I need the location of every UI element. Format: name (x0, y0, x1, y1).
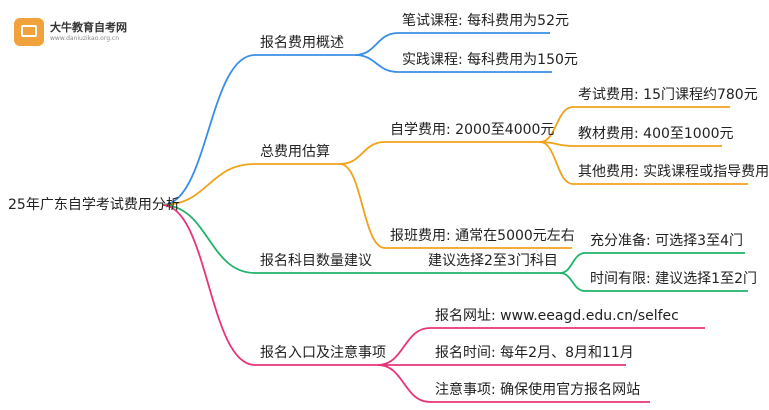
connector-branch-3-child-2 (377, 364, 431, 403)
connector-root-branch-0 (161, 54, 256, 206)
book-icon (14, 18, 44, 46)
leaf-exam-cost: 考试费用: 15门课程约780元 (578, 87, 758, 103)
connector-branch-2-grandchild-1 (559, 272, 586, 292)
leaf-practical-course-fee: 实践课程: 每科费用为150元 (402, 52, 578, 68)
connector-branch-1-child-0 (339, 141, 386, 165)
node-self-study-cost: 自学费用: 2000至4000元 (390, 122, 555, 138)
leaf-full-preparation: 充分准备: 可选择3至4门 (590, 233, 743, 249)
connector-branch-1-child-1 (339, 163, 386, 249)
branch-total-cost: 总费用估算 (260, 144, 330, 160)
logo-name: 大牛教育自考网 (50, 21, 127, 34)
connector-branch-0-child-1 (354, 54, 399, 73)
connector-root-branch-3 (161, 204, 256, 366)
site-logo: 大牛教育自考网 www.daniuzikao.org.cn (14, 16, 132, 48)
leaf-class-cost: 报班费用: 通常在5000元左右 (390, 228, 575, 244)
connector-root-branch-1 (161, 163, 256, 206)
root-node: 25年广东自学考试费用分析 (8, 197, 180, 213)
connector-branch-3-child-0 (377, 327, 431, 366)
connector-branch-0-child-0 (354, 32, 399, 56)
mindmap-canvas: 大牛教育自考网 www.daniuzikao.org.cn 25年广东自学考试费… (8, 13, 769, 403)
leaf-other-cost: 其他费用: 实践课程或指导费用 (578, 164, 769, 180)
connector-branch-1-grandchild-0 (539, 106, 574, 143)
leaf-registration-time: 报名时间: 每年2月、8月和11月 (435, 345, 634, 361)
leaf-registration-url: 报名网址: www.eeagd.edu.cn/selfec (435, 308, 679, 324)
leaf-limited-time: 时间有限: 建议选择1至2门 (590, 271, 757, 287)
leaf-written-course-fee: 笔试课程: 每科费用为52元 (402, 13, 569, 29)
logo-url: www.daniuzikao.org.cn (50, 35, 120, 42)
mindmap-connectors (161, 32, 748, 403)
node-suggest-subjects: 建议选择2至3门科目 (428, 253, 558, 269)
connector-branch-1-grandchild-2 (539, 141, 574, 185)
branch-registration-fee: 报名费用概述 (260, 35, 344, 51)
connector-branch-2-grandchild-0 (559, 252, 586, 274)
leaf-registration-note: 注意事项: 确保使用官方报名网站 (435, 382, 641, 398)
leaf-textbook-cost: 教材费用: 400至1000元 (578, 126, 734, 142)
connector-root-branch-2 (161, 204, 256, 274)
branch-registration-entry: 报名入口及注意事项 (260, 345, 386, 361)
branch-subject-count: 报名科目数量建议 (260, 253, 372, 269)
